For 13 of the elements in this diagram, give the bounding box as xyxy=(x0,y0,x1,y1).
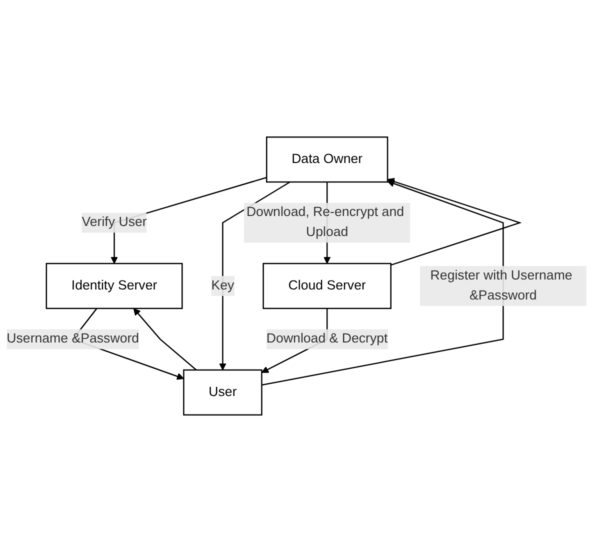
edge-label: Download, Re-encrypt and Upload xyxy=(246,205,404,240)
edge-label: Download & Decrypt xyxy=(266,332,388,346)
arrow xyxy=(219,181,290,370)
edge-label: Key xyxy=(211,278,234,293)
edge-label: Register with Username &Password xyxy=(430,268,572,303)
node-box: Identity Server xyxy=(46,262,183,310)
node-box: Data Owner xyxy=(266,136,388,183)
edge-label: Verify User xyxy=(82,215,147,230)
edge-label: Username &Password xyxy=(6,332,140,346)
node-box: Cloud Server xyxy=(262,262,392,310)
arrow xyxy=(387,178,522,266)
arrow xyxy=(133,308,197,370)
node-box: User xyxy=(183,369,262,416)
